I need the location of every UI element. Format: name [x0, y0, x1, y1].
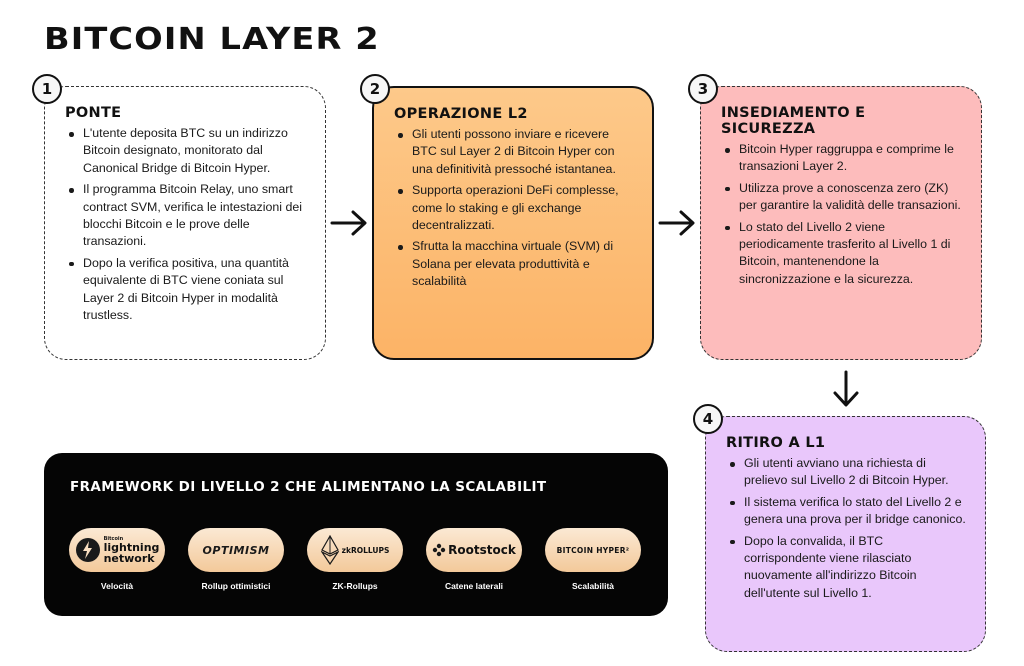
step-bullets-2: Gli utenti possono inviare e ricevere BT… [394, 126, 634, 291]
step-card-1: PONTE L'utente deposita BTC su un indiri… [44, 86, 326, 360]
arrow-right-icon [330, 210, 367, 236]
step-bullets-1: L'utente deposita BTC su un indirizzo Bi… [65, 125, 307, 324]
framework-item-bitcoin-hyper: BITCOIN HYPER² Scalabilità [545, 528, 641, 591]
bullet: Il sistema verifica lo stato del Livello… [726, 494, 967, 529]
framework-item-lightning: Bitcoin lightning network Velocità [69, 528, 165, 591]
bullet: Bitcoin Hyper raggruppa e comprime le tr… [721, 141, 963, 176]
framework-caption: Catene laterali [444, 581, 504, 591]
rootstock-icon [432, 543, 446, 557]
step-card-2: OPERAZIONE L2 Gli utenti possono inviare… [372, 86, 654, 360]
step-bullets-4: Gli utenti avviano una richiesta di prel… [726, 455, 967, 602]
framework-logo-rootstock: Rootstock [426, 528, 522, 572]
bullet: Gli utenti possono inviare e ricevere BT… [394, 126, 634, 178]
framework-title: FRAMEWORK DI LIVELLO 2 CHE ALIMENTANO LA… [70, 479, 547, 495]
bullet: Supporta operazioni DeFi complesse, come… [394, 182, 634, 234]
step-card-4: RITIRO A L1 Gli utenti avviano una richi… [705, 416, 986, 652]
framework-logo-bitcoin-hyper: BITCOIN HYPER² [545, 528, 641, 572]
framework-logo-optimism: OPTIMISM [188, 528, 284, 572]
step-title-3: INSEDIAMENTO E SICUREZZA [721, 105, 866, 137]
framework-logo-zkrollups: zkROLLUPS [307, 528, 403, 572]
framework-logo-lightning: Bitcoin lightning network [69, 528, 165, 572]
bullet: Lo stato del Livello 2 viene periodicame… [721, 219, 963, 289]
step-title-1: PONTE [65, 105, 122, 121]
logo-small-text: Bitcoin [103, 536, 124, 542]
logo-text: network [103, 552, 155, 565]
bullet: Il programma Bitcoin Relay, uno smart co… [65, 181, 307, 251]
logo-text: OPTIMISM [202, 543, 270, 557]
logo-text: BITCOIN HYPER² [556, 545, 630, 555]
bullet: Utilizza prove a conoscenza zero (ZK) pe… [721, 180, 963, 215]
step-badge-1: 1 [32, 74, 62, 104]
logo-text: zkROLLUPS [341, 545, 390, 555]
arrow-down-icon [833, 370, 859, 407]
bullet: Gli utenti avviano una richiesta di prel… [726, 455, 967, 490]
step-badge-3: 3 [688, 74, 718, 104]
arrow-right-icon [658, 210, 695, 236]
framework-item-optimism: OPTIMISM Rollup ottimistici [188, 528, 284, 591]
framework-item-zkrollups: zkROLLUPS ZK-Rollups [307, 528, 403, 591]
framework-caption: Scalabilità [571, 581, 615, 591]
bullet: Sfrutta la macchina virtuale (SVM) di So… [394, 238, 634, 290]
bullet: Dopo la convalida, il BTC corrispondente… [726, 533, 967, 603]
framework-item-rootstock: Rootstock Catene laterali [426, 528, 522, 591]
framework-caption: Rollup ottimistici [201, 581, 271, 591]
bullet: L'utente deposita BTC su un indirizzo Bi… [65, 125, 307, 177]
framework-caption: Velocità [100, 581, 134, 591]
step-title-4: RITIRO A L1 [726, 435, 826, 451]
ethereum-icon [320, 535, 339, 565]
page-title: BITCOIN LAYER 2 [44, 22, 380, 57]
logo-text: Rootstock [448, 543, 516, 557]
bullet: Dopo la verifica positiva, una quantità … [65, 255, 307, 325]
framework-caption: ZK-Rollups [332, 581, 378, 591]
step-badge-2: 2 [360, 74, 390, 104]
framework-panel: FRAMEWORK DI LIVELLO 2 CHE ALIMENTANO LA… [44, 453, 668, 616]
step-bullets-3: Bitcoin Hyper raggruppa e comprime le tr… [721, 141, 963, 288]
step-title-2: OPERAZIONE L2 [394, 106, 528, 122]
step-card-3: INSEDIAMENTO E SICUREZZA Bitcoin Hyper r… [700, 86, 982, 360]
logo-text: lightning [103, 541, 160, 554]
lightning-icon [75, 538, 100, 562]
step-badge-4: 4 [693, 404, 723, 434]
